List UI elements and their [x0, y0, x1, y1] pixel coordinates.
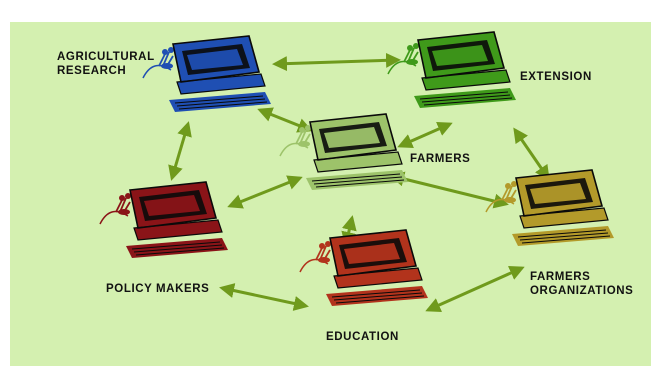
computer-icon-extension — [387, 31, 517, 109]
label-education: EDUCATION — [326, 330, 399, 344]
label-policy-text: POLICY MAKERS — [106, 283, 210, 295]
arrow-extension-org — [513, 127, 550, 181]
label-education-text: EDUCATION — [326, 331, 399, 343]
label-organizations-line1: FARMERS — [530, 271, 591, 283]
arrow-extension-farmers — [397, 121, 453, 149]
arrow-education-org — [425, 266, 525, 312]
label-farmers-organizations: FARMERS ORGANIZATIONS — [530, 270, 633, 298]
label-organizations-line2: ORGANIZATIONS — [530, 285, 634, 297]
arrow-research-policy — [168, 121, 192, 181]
arrows-group — [168, 52, 550, 312]
arrow-research-farmers — [257, 107, 313, 133]
arrow-farmers-org — [389, 171, 509, 209]
label-farmers: FARMERS — [410, 152, 470, 166]
label-agricultural-research: AGRICULTURAL RESEARCH — [57, 50, 155, 78]
arrow-research-extension — [272, 52, 401, 72]
arrow-farmers-policy — [227, 175, 303, 209]
label-extension: EXTENSION — [520, 70, 592, 84]
computer-icon-organizations — [485, 169, 615, 247]
computer-icon-policy — [99, 181, 229, 259]
label-farmers-text: FARMERS — [410, 153, 471, 165]
label-research-line2: RESEARCH — [57, 65, 127, 77]
label-extension-text: EXTENSION — [520, 71, 592, 83]
arrow-policy-education — [219, 283, 309, 311]
computer-icon-education — [299, 229, 429, 307]
label-policy-makers: POLICY MAKERS — [106, 282, 209, 296]
label-research-line1: AGRICULTURAL — [57, 51, 155, 63]
computer-icon-research — [142, 35, 272, 113]
